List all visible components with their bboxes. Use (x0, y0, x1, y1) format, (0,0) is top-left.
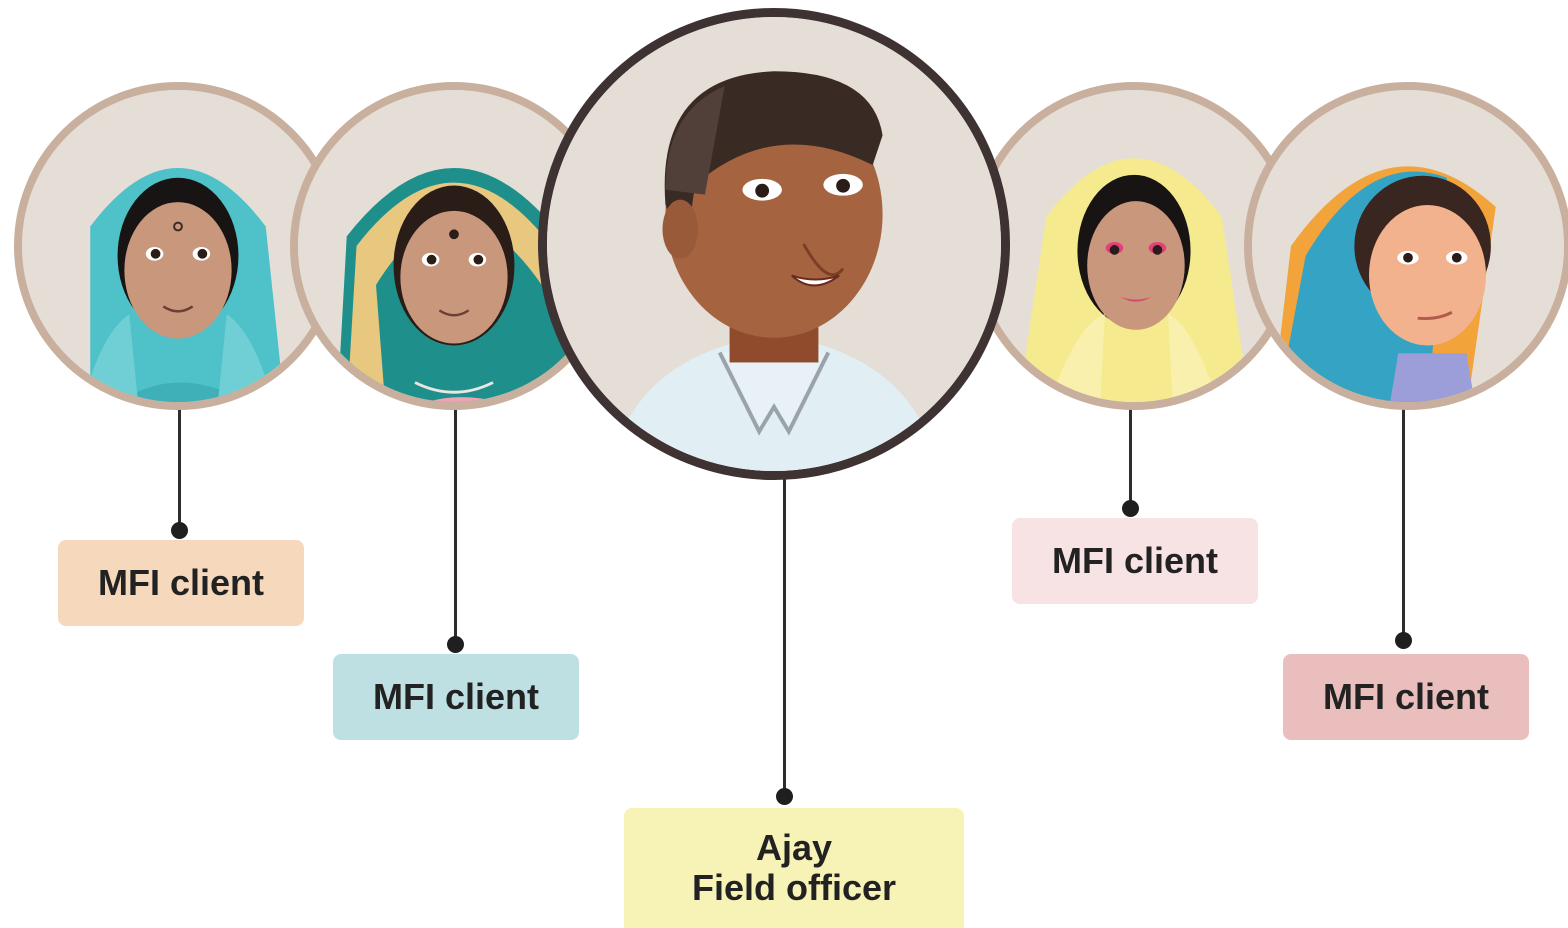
man-field-officer-icon (538, 8, 1010, 480)
label-client-3-text: MFI client (1051, 540, 1218, 581)
connector-dot-officer (776, 788, 793, 805)
label-client-1: MFI client (58, 540, 304, 626)
label-client-4-text: MFI client (1322, 676, 1489, 717)
officer-name: Ajay (755, 827, 833, 868)
label-client-3: MFI client (1012, 518, 1258, 604)
woman-turquoise-scarf-icon (14, 82, 342, 410)
connector-line-client-1 (178, 398, 181, 530)
connector-line-client-4 (1402, 398, 1405, 640)
connector-dot-client-3 (1122, 500, 1139, 517)
connector-dot-client-1 (171, 522, 188, 539)
connector-line-officer (783, 470, 786, 796)
connector-dot-client-2 (447, 636, 464, 653)
label-client-1-text: MFI client (97, 562, 264, 603)
connector-line-client-2 (454, 398, 457, 644)
connector-line-client-3 (1129, 398, 1132, 508)
officer-role: Field officer (691, 867, 897, 908)
label-client-2: MFI client (333, 654, 579, 740)
label-client-4: MFI client (1283, 654, 1529, 740)
woman-orange-blue-scarf-icon (1244, 82, 1568, 410)
label-client-2-text: MFI client (372, 676, 539, 717)
woman-yellow-scarf-icon (970, 82, 1298, 410)
connector-dot-client-4 (1395, 632, 1412, 649)
label-officer: Ajay Field officer (624, 808, 964, 928)
